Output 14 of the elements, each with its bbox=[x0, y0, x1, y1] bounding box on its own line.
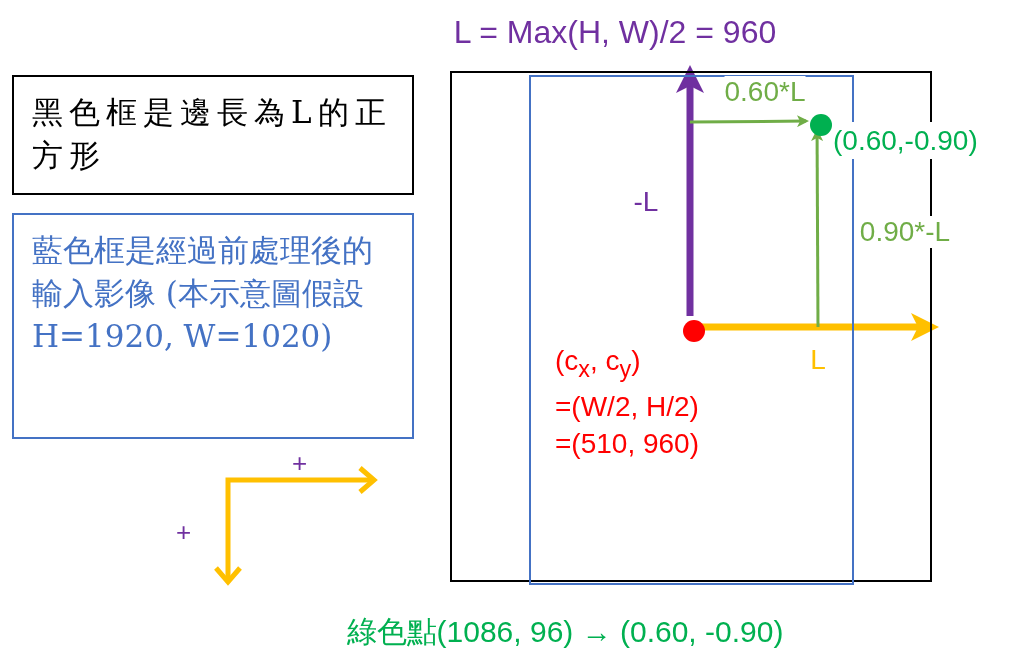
title: L = Max(H, W)/2 = 960 bbox=[452, 14, 778, 51]
edge-label: 0.90*-L bbox=[859, 216, 951, 248]
arrow bbox=[690, 115, 809, 128]
box-text: 黑色框是邊長為L的正方形 bbox=[32, 93, 393, 175]
box-text: 藍色框是經過前處理後的輸入影像 (本示意圖假設 H=1920, W=1020) bbox=[32, 231, 374, 356]
text-box bbox=[12, 213, 414, 439]
sign-label: + bbox=[292, 448, 308, 479]
coordinate-label: (0.60,-0.90) bbox=[833, 122, 978, 159]
point-dot bbox=[810, 114, 832, 136]
arrow bbox=[701, 313, 939, 341]
text-box bbox=[12, 75, 414, 195]
sign-label: + bbox=[176, 517, 192, 548]
point-dot bbox=[683, 320, 705, 342]
caption: 綠色點(1086, 96) → (0.60, -0.90) bbox=[345, 614, 785, 650]
